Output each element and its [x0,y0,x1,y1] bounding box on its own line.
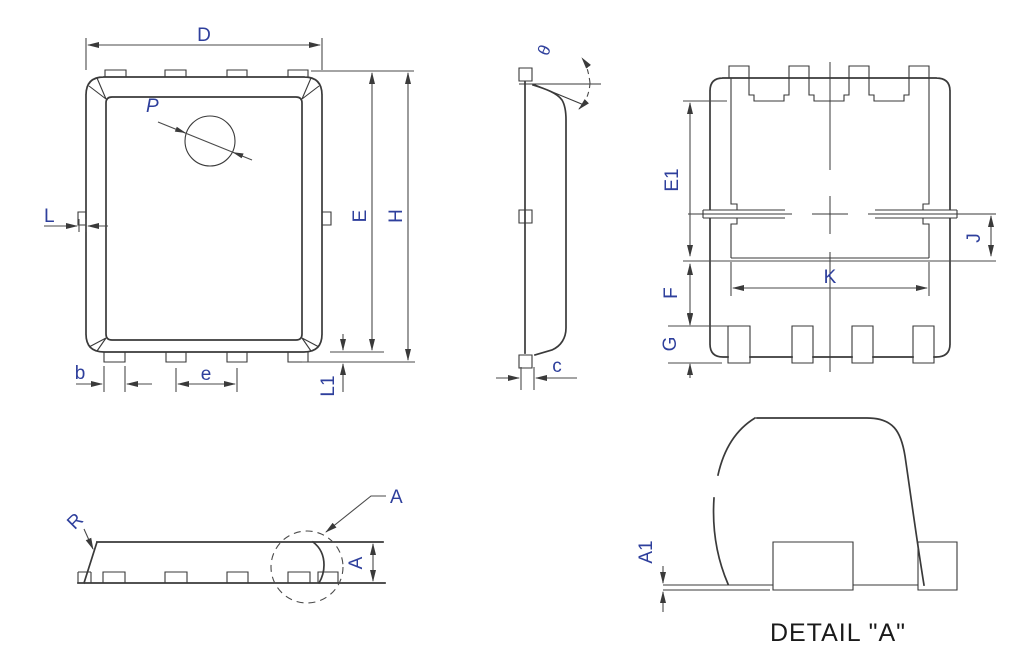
front-view-right-edge-curve [311,540,325,585]
theta-flank-line [532,83,585,106]
detail-break-line [712,416,757,586]
dim-label-G: G [660,337,681,352]
detail-a-view: A1 DETAIL "A" [636,416,958,647]
dim-D [85,38,323,70]
dim-label-b: b [75,363,86,384]
dim-E-H [302,70,415,363]
detail-a-caption: DETAIL "A" [770,619,906,647]
bottom-view-bottom-pads [727,325,935,364]
dim-label-L1: L1 [318,375,339,396]
dim-label-P: P [146,96,159,117]
dim-label-c: c [552,356,562,377]
top-view-top-leads [104,69,309,77]
dim-e [175,368,238,392]
centerlines [688,62,996,372]
dim-P-arrow-left [174,126,186,133]
front-view: R A A [63,487,403,604]
side-view-body-profile [531,83,567,357]
dim-theta [578,57,591,110]
dim-P-arrow-right [232,152,244,159]
detail-a-circle [270,530,344,604]
bottom-view-top-leads [728,65,930,78]
detail-body-outline [756,417,925,586]
front-view-leads [77,571,339,584]
dim-label-L: L [44,206,55,227]
dim-label-K: K [824,267,837,288]
callout-label-A: A [390,487,403,508]
dim-R [83,528,94,550]
dim-label-E1: E1 [662,168,683,191]
top-view-bottom-leads [103,352,309,363]
dim-E1 [683,100,996,262]
detail-leads [772,541,958,591]
dim-label-J: J [964,233,985,243]
front-view-body [77,540,386,585]
side-view: θ c [496,42,601,390]
corner-chamfer-lines [88,77,320,352]
dim-label-D: D [197,25,211,46]
dim-K [730,262,930,296]
dim-G [668,312,728,378]
dim-label-H: H [386,209,407,223]
seating-plane-lines [663,584,918,591]
dim-label-e: e [201,364,212,385]
top-view: D P L E H b e L1 [44,25,415,397]
top-view-body-outline [85,76,323,353]
bottom-view: E1 J K F G [660,62,996,378]
pin1-marker-circle [184,115,236,167]
bottom-view-lead-lands [748,78,910,102]
dim-label-E: E [350,210,371,223]
dim-b [76,366,152,392]
dim-c [496,367,577,390]
top-view-inner-edge [105,96,303,341]
side-view-leads [518,67,533,369]
callout-A [325,495,386,533]
dim-label-A: A [346,556,367,569]
dim-label-theta: θ [534,42,555,59]
top-view-side-leads [77,211,332,226]
dim-L [44,219,108,232]
dim-label-A1: A1 [636,540,657,563]
dim-label-F: F [661,287,682,299]
